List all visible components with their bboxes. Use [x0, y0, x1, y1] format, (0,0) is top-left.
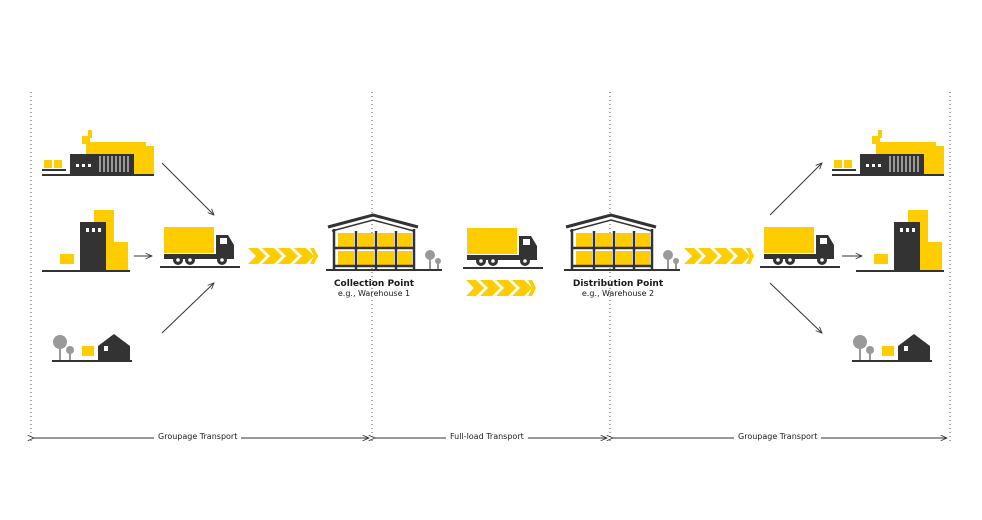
chevron-arrows-icon	[248, 248, 318, 264]
arrow-icon	[769, 282, 822, 333]
arrow-icon	[769, 163, 822, 216]
fullload-truck-icon	[462, 227, 544, 269]
chevron-arrows-icon	[684, 248, 754, 264]
warehouse-distribution-icon	[562, 213, 682, 272]
collection-point-name: Collection Point	[333, 279, 415, 289]
distribution-point-name: Distribution Point	[572, 279, 664, 289]
chevron-arrows-icon	[466, 280, 536, 296]
collection-point-subtitle: e.g., Warehouse 1	[337, 289, 411, 298]
destination-office-building-icon	[855, 209, 945, 272]
warehouse-collection-icon	[324, 213, 444, 272]
groupage-truck-left-icon	[159, 226, 241, 268]
arrow-icon	[161, 283, 214, 334]
segment-groupage-right: Groupage Transport	[734, 432, 822, 441]
destination-factory-icon	[831, 129, 945, 176]
origin-house-icon	[51, 333, 133, 362]
origin-factory-icon	[41, 129, 155, 176]
segment-fullload: Full-load Transport	[446, 432, 528, 441]
distribution-point-label: Distribution Point e.g., Warehouse 2	[556, 279, 680, 298]
arrow-icon	[161, 162, 214, 215]
distribution-point-subtitle: e.g., Warehouse 2	[581, 289, 655, 298]
origin-office-building-icon	[41, 209, 131, 272]
groupage-truck-right-icon	[759, 226, 841, 268]
destination-house-icon	[851, 333, 933, 362]
collection-point-label: Collection Point e.g., Warehouse 1	[318, 279, 430, 298]
segment-groupage-left: Groupage Transport	[154, 432, 242, 441]
